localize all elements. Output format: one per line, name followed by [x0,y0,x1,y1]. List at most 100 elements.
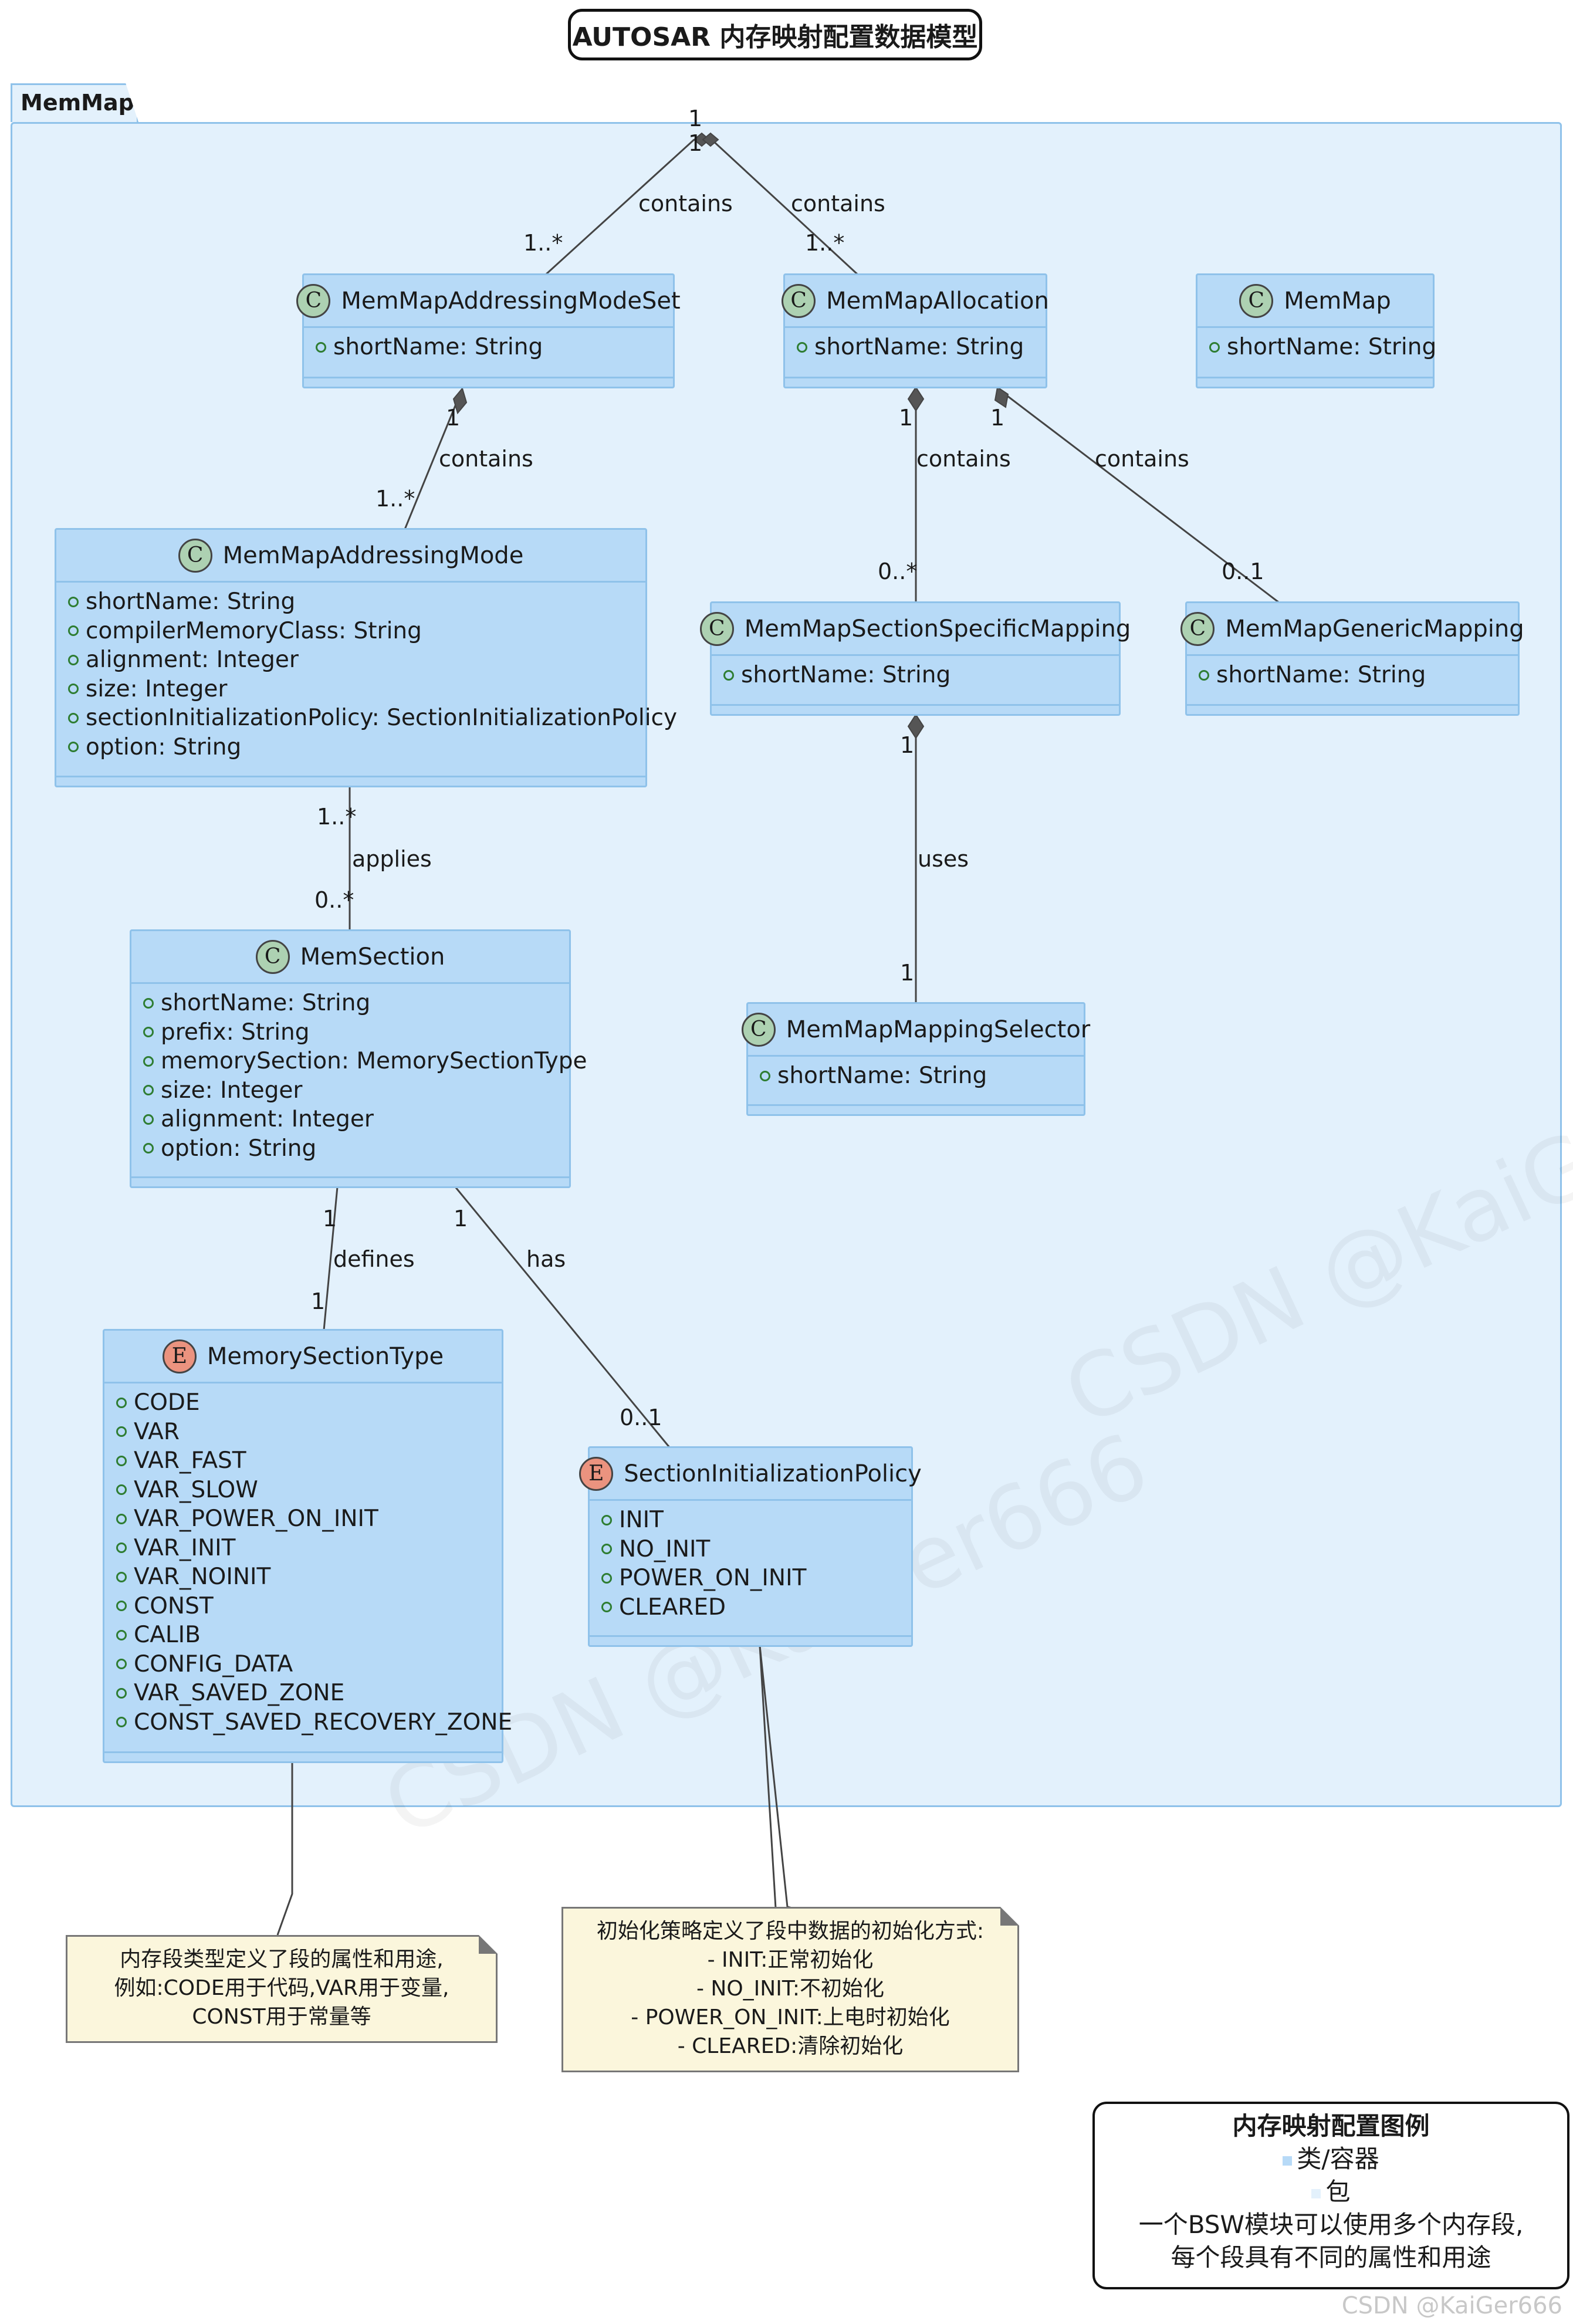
attribute-row: CODE [116,1388,502,1418]
public-visibility-icon [116,1426,127,1437]
multiplicity: 1 [899,405,914,431]
class-name: MemSection [300,943,445,970]
label-contains: contains [638,191,733,216]
public-visibility-icon [723,669,734,681]
multiplicity: 1 [311,1288,326,1314]
multiplicity: 1 [446,405,461,431]
public-visibility-icon [797,341,807,353]
public-visibility-icon [143,1114,154,1125]
label-uses: uses [918,846,969,872]
class-footer-divider [712,704,1119,706]
class-footer-divider [785,377,1046,378]
watermark-csdn: CSDN @KaiGer666 [1341,2292,1562,2319]
attribute-row: VAR_NOINIT [116,1562,502,1592]
public-visibility-icon [601,1602,612,1613]
attribute-row: shortName: String [797,333,1046,362]
attribute-text: VAR_SLOW [134,1476,258,1503]
note-line: - NO_INIT:不初始化 [696,1977,885,2001]
public-visibility-icon [116,1397,127,1408]
class-icon: C [178,538,212,573]
attribute-row: size: Integer [68,675,645,704]
attribute-text: VAR_NOINIT [134,1564,271,1590]
note-fold [1000,1907,1019,1926]
class-name: MemMapAddressingModeSet [341,287,681,314]
attribute-text: shortName: String [741,662,951,688]
attribute-row: shortName: String [68,587,645,617]
attribute-row: shortName: String [316,333,673,362]
class-footer-divider [1197,377,1433,378]
note-memory-section-type: 内存段类型定义了段的属性和用途, 例如:CODE用于代码,VAR用于变量, CO… [66,1935,498,2043]
enum-icon: E [579,1456,614,1491]
attribute-row: INIT [601,1506,911,1535]
attribute-row: sectionInitializationPolicy: SectionInit… [68,703,677,733]
class-footer-divider [131,1176,569,1178]
multiplicity: 1..* [523,230,563,256]
multiplicity: 0..1 [1222,559,1264,584]
multiplicity: 1..* [317,804,357,830]
attribute-row: option: String [68,733,645,762]
public-visibility-icon [68,654,79,665]
attribute-text: VAR_POWER_ON_INIT [134,1506,378,1532]
note-line: 内存段类型定义了段的属性和用途, [120,1947,444,1971]
edge-set-mode [404,388,464,530]
public-visibility-icon [116,1629,127,1640]
multiplicity: 1 [688,106,703,131]
class-icon: C [296,283,331,318]
public-visibility-icon [316,341,326,353]
attribute-text: option: String [161,1135,317,1162]
note-line: - CLEARED:清除初始化 [677,2034,904,2058]
attribute-row: memorySection: MemorySectionType [143,1047,587,1076]
note-link-policy [759,1645,793,1909]
legend-item-package: 包 [1095,2176,1567,2208]
multiplicity: 1..* [376,486,415,512]
class-footer-divider [590,1635,911,1637]
attribute-text: CONST_SAVED_RECOVERY_ZONE [134,1709,513,1736]
attribute-row: CONFIG_DATA [116,1650,502,1679]
note-line: - POWER_ON_INIT:上电时初始化 [631,2005,950,2029]
edge-section-policy [454,1186,671,1449]
attribute-row: option: String [143,1134,569,1163]
diamond-memmap-right [702,132,719,147]
attribute-row: alignment: Integer [143,1105,569,1134]
class-icon: C [255,939,290,974]
multiplicity: 1..* [805,230,845,256]
label-defines: defines [333,1246,415,1272]
attribute-row: VAR_POWER_ON_INIT [116,1504,502,1534]
class-icon: C [782,283,816,318]
class-name: MemorySectionType [207,1342,444,1370]
attribute-row: prefix: String [143,1018,569,1047]
attribute-text: CODE [134,1389,200,1416]
note-line: CONST用于常量等 [192,2005,371,2029]
attribute-text: alignment: Integer [161,1106,374,1132]
label-applies: applies [352,846,432,872]
attribute-text: memorySection: MemorySectionType [161,1048,587,1074]
public-visibility-icon [68,712,79,723]
attribute-text: VAR_SAVED_ZONE [134,1680,345,1706]
attribute-text: shortName: String [161,990,371,1016]
attribute-text: compilerMemoryClass: String [86,617,422,644]
class-memmap-addressing-mode-set[interactable]: C MemMapAddressingModeSet shortName: Strin… [296,273,681,388]
label-contains: contains [916,446,1011,472]
diamond-alloc-right [994,386,1009,408]
multiplicity: 1 [688,130,703,156]
class-attributes: shortName: String [1187,656,1518,690]
class-attributes: shortName: String [785,328,1046,362]
attribute-text: shortName: String [86,588,296,615]
public-visibility-icon [116,1659,127,1670]
public-visibility-icon [116,1601,127,1612]
class-attributes: shortName: String [748,1057,1084,1091]
note-line: - INIT:正常初始化 [707,1948,874,1972]
attribute-text: shortName: String [1227,334,1437,360]
package-tab: MemMap [11,83,138,122]
